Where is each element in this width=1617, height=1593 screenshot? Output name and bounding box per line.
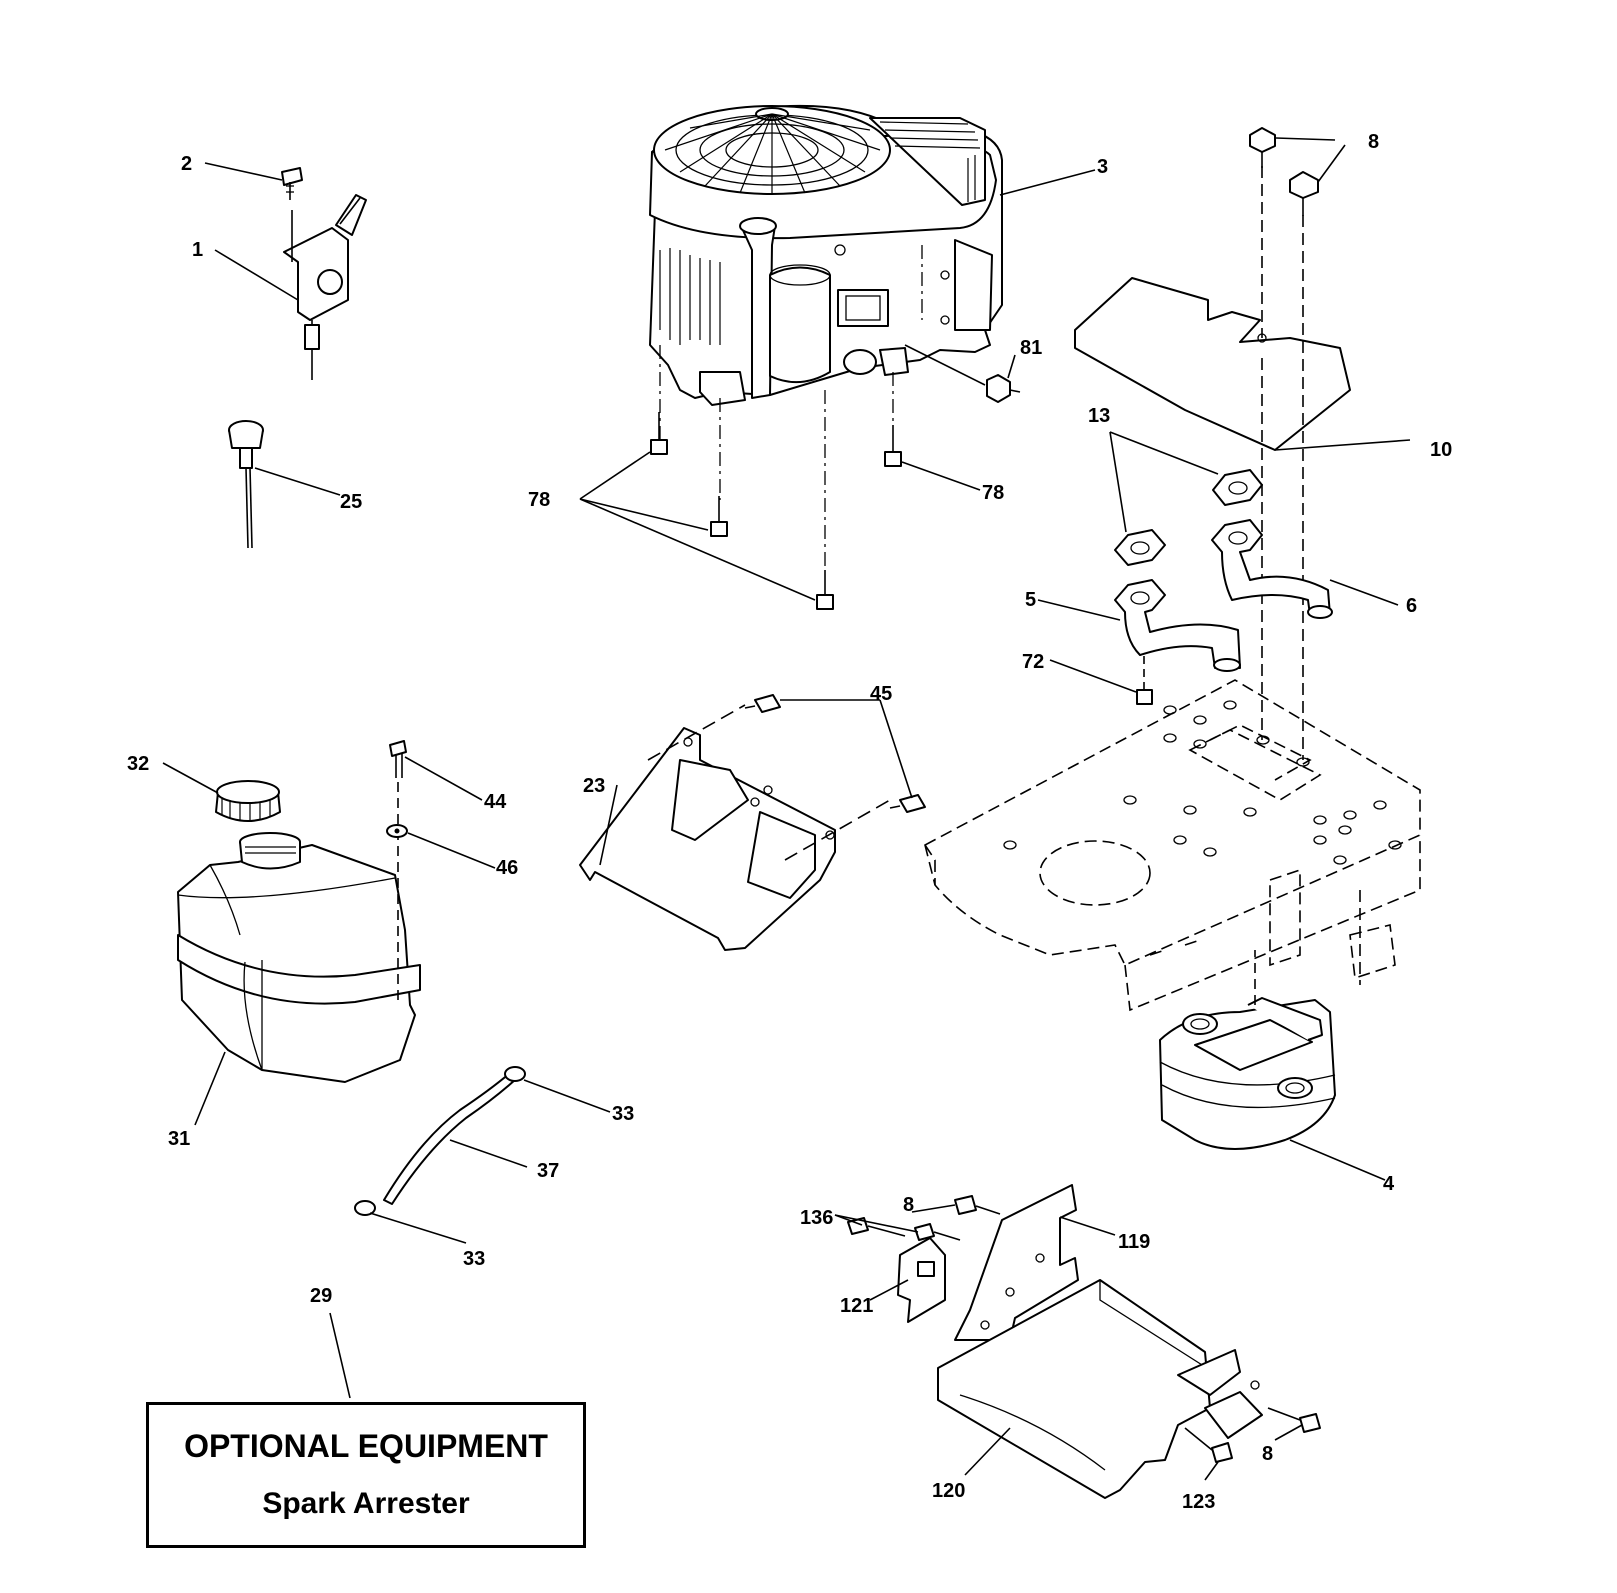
callout-33-lower: 33 xyxy=(463,1248,485,1270)
fuel-line-part xyxy=(354,1066,526,1216)
throttle-control-part xyxy=(281,167,367,380)
muffler-part xyxy=(1159,950,1336,1150)
callout-78-right: 78 xyxy=(982,482,1004,504)
callout-13: 13 xyxy=(1088,405,1110,427)
callout-8-top: 8 xyxy=(1368,131,1379,153)
callout-4: 4 xyxy=(1383,1173,1395,1195)
engine-part xyxy=(649,104,1003,570)
callout-8-guard-lower: 8 xyxy=(1262,1443,1273,1465)
callout-29: 29 xyxy=(310,1285,332,1307)
callout-121: 121 xyxy=(840,1295,873,1317)
choke-knob-part xyxy=(228,420,264,549)
optional-equipment-box: OPTIONAL EQUIPMENT Spark Arrester xyxy=(146,1402,586,1548)
callout-1: 1 xyxy=(192,239,203,261)
callout-72: 72 xyxy=(1022,651,1044,673)
guard-assembly-part xyxy=(847,1184,1321,1499)
frame-plate-dashed xyxy=(924,679,1421,1012)
screw-washer-part xyxy=(386,740,408,838)
callout-3: 3 xyxy=(1097,156,1108,178)
callout-45: 45 xyxy=(870,683,892,705)
callout-31: 31 xyxy=(168,1128,190,1150)
callout-78-left: 78 xyxy=(528,489,550,511)
leader-lines xyxy=(162,162,1399,1481)
callout-136: 136 xyxy=(800,1207,833,1229)
heat-shield-part xyxy=(1074,127,1411,760)
callout-10: 10 xyxy=(1430,439,1452,461)
callout-32: 32 xyxy=(127,753,149,775)
spark-arrester-label: Spark Arrester xyxy=(262,1487,470,1520)
callout-119: 119 xyxy=(1118,1231,1150,1253)
callout-25: 25 xyxy=(340,491,362,513)
exhaust-pipes-part xyxy=(1114,469,1333,705)
callout-120: 120 xyxy=(932,1480,965,1502)
engine-bolts-78 xyxy=(650,412,902,610)
callout-33-upper: 33 xyxy=(612,1103,634,1125)
callout-5: 5 xyxy=(1025,589,1036,611)
callout-123: 123 xyxy=(1182,1491,1215,1513)
callout-6: 6 xyxy=(1406,595,1417,617)
nut-81-part xyxy=(904,344,1021,403)
callout-81: 81 xyxy=(1020,337,1042,359)
callout-46: 46 xyxy=(496,857,518,879)
optional-equipment-title: OPTIONAL EQUIPMENT xyxy=(184,1428,548,1464)
bottom-plate-23 xyxy=(579,694,926,951)
callout-23: 23 xyxy=(583,775,605,797)
callout-44: 44 xyxy=(484,791,507,813)
callout-labels: 2 1 3 8 81 25 78 78 13 10 5 6 72 45 23 3… xyxy=(127,131,1452,1513)
fuel-tank-part xyxy=(177,780,421,1083)
callout-2: 2 xyxy=(181,153,192,175)
callout-8-guard-upper: 8 xyxy=(903,1194,914,1216)
callout-37: 37 xyxy=(537,1160,559,1182)
